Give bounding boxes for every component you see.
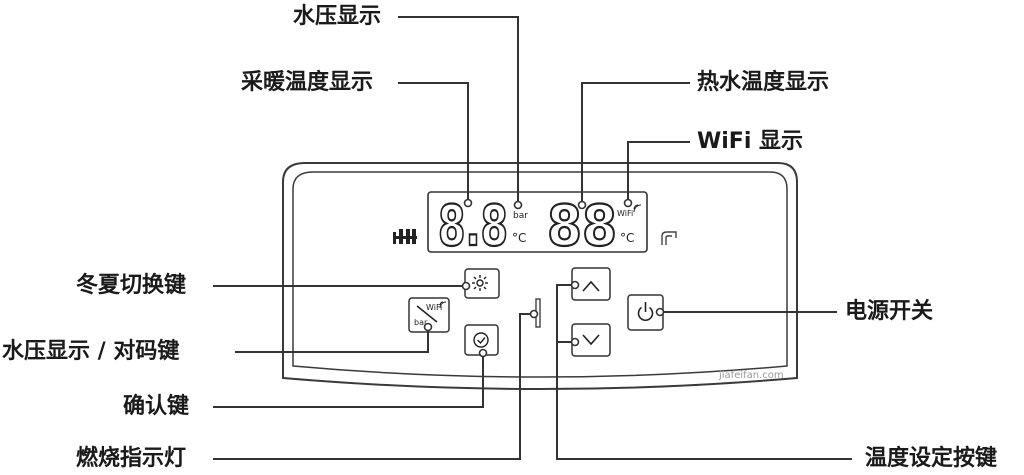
wifi-signal-icon [633, 204, 642, 213]
radiator-icon [393, 229, 417, 244]
sun-snowflake-icon [472, 275, 488, 291]
panel-body [282, 162, 798, 390]
bar-button-text: bar [414, 318, 428, 327]
label-water-pressure-display: 水压显示 [293, 4, 382, 29]
label-power-switch: 电源开关 [845, 299, 934, 324]
label-season-switch-key: 冬夏切换键 [76, 273, 187, 298]
faucet-icon [661, 231, 677, 245]
pressure-pairing-button[interactable]: WiFi bar [408, 297, 450, 333]
wifi-signal-icon [439, 301, 447, 309]
leader-dots [423, 198, 665, 358]
label-temp-set-keys: 温度设定按键 [865, 446, 998, 471]
heating-temp-digits: 8.8 [438, 194, 508, 259]
heating-temp-unit: °C [512, 231, 526, 245]
label-confirm-key: 确认键 [123, 394, 190, 419]
label-heating-temp-display: 采暖温度显示 [241, 70, 374, 95]
chevron-up-icon [582, 280, 600, 292]
chevron-down-icon [582, 334, 600, 346]
wifi-button-text: WiFi [426, 303, 442, 312]
leader-lines [213, 16, 852, 460]
lcd-display: 8.8 bar °C 88 WiFi °C [427, 191, 648, 260]
label-pressure-pairing-key: 水压显示 / 对码键 [2, 339, 180, 364]
confirm-button[interactable] [464, 324, 499, 356]
hot-water-temp-unit: °C [620, 231, 634, 245]
label-flame-indicator: 燃烧指示灯 [76, 446, 187, 471]
label-hot-water-temp-display: 热水温度显示 [697, 70, 830, 95]
label-wifi-display: WiFi 显示 [697, 129, 804, 154]
check-circle-icon [473, 332, 489, 348]
watermark: jiafeifan.com [718, 370, 784, 381]
wifi-indicator: WiFi [617, 209, 633, 218]
pressure-unit: bar [513, 211, 528, 221]
season-switch-button[interactable] [464, 268, 500, 299]
check-icon [477, 337, 486, 345]
power-icon [637, 302, 654, 321]
